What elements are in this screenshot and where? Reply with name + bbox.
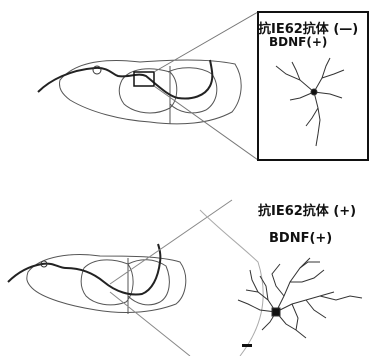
top-projection-line-upper (154, 12, 258, 72)
bottom-label-antibody: 抗IE62抗体 (+) (258, 200, 356, 219)
scale-bar (242, 344, 252, 347)
bottom-projection-line-upper (110, 200, 232, 284)
top-tract-path (38, 60, 212, 99)
bottom-label-bdnf: BDNF(+) (269, 231, 332, 246)
top-inset-neuron (276, 58, 344, 146)
top-label-bdnf: BDNF(+) (269, 35, 327, 49)
